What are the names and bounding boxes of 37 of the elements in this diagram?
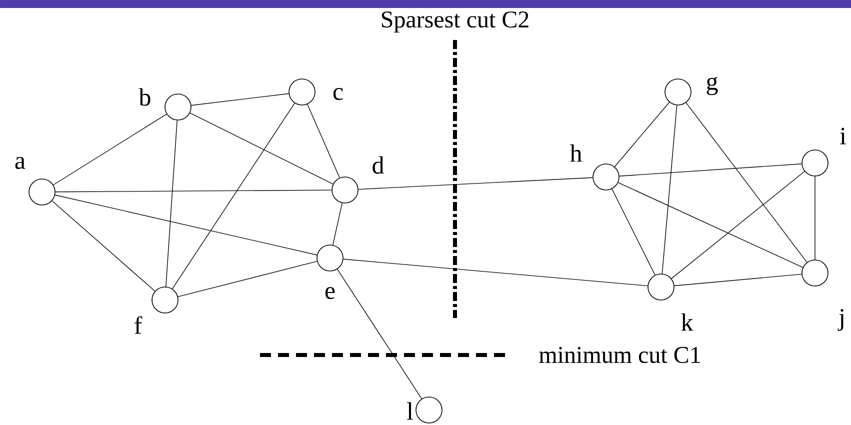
edge: [614, 102, 670, 168]
node-label: l: [407, 402, 413, 420]
edge: [814, 176, 816, 260]
node-label: f: [134, 316, 142, 334]
edge: [686, 102, 808, 263]
node-label: j: [838, 309, 844, 331]
edge: [612, 188, 656, 276]
edge: [190, 112, 334, 184]
edge: [178, 260, 318, 298]
edge: [166, 120, 178, 287]
edge: [52, 200, 156, 292]
edge: [671, 171, 805, 279]
node-label: g: [706, 76, 718, 96]
node-label: d: [372, 156, 384, 174]
edge: [307, 104, 340, 178]
edge: [336, 268, 422, 400]
edge: [662, 105, 678, 274]
edge: [53, 114, 167, 186]
cut-label: Sparsest cut C2: [382, 12, 528, 32]
edge: [172, 102, 295, 290]
edge: [619, 164, 802, 176]
node-label: h: [570, 144, 582, 162]
node-label: b: [138, 88, 150, 106]
node-label: e: [325, 286, 335, 299]
node-label: c: [333, 88, 343, 100]
edge: [343, 258, 648, 286]
node-label: k: [681, 313, 694, 331]
edge: [674, 274, 802, 286]
node-label: a: [15, 157, 26, 169]
edge: [332, 202, 342, 246]
edge: [358, 177, 593, 190]
cut-label: minimum cut C1: [539, 346, 700, 364]
edge: [55, 190, 332, 192]
edge: [618, 182, 804, 268]
node-label: i: [840, 128, 846, 144]
edge: [190, 93, 290, 106]
edge: [54, 194, 318, 256]
